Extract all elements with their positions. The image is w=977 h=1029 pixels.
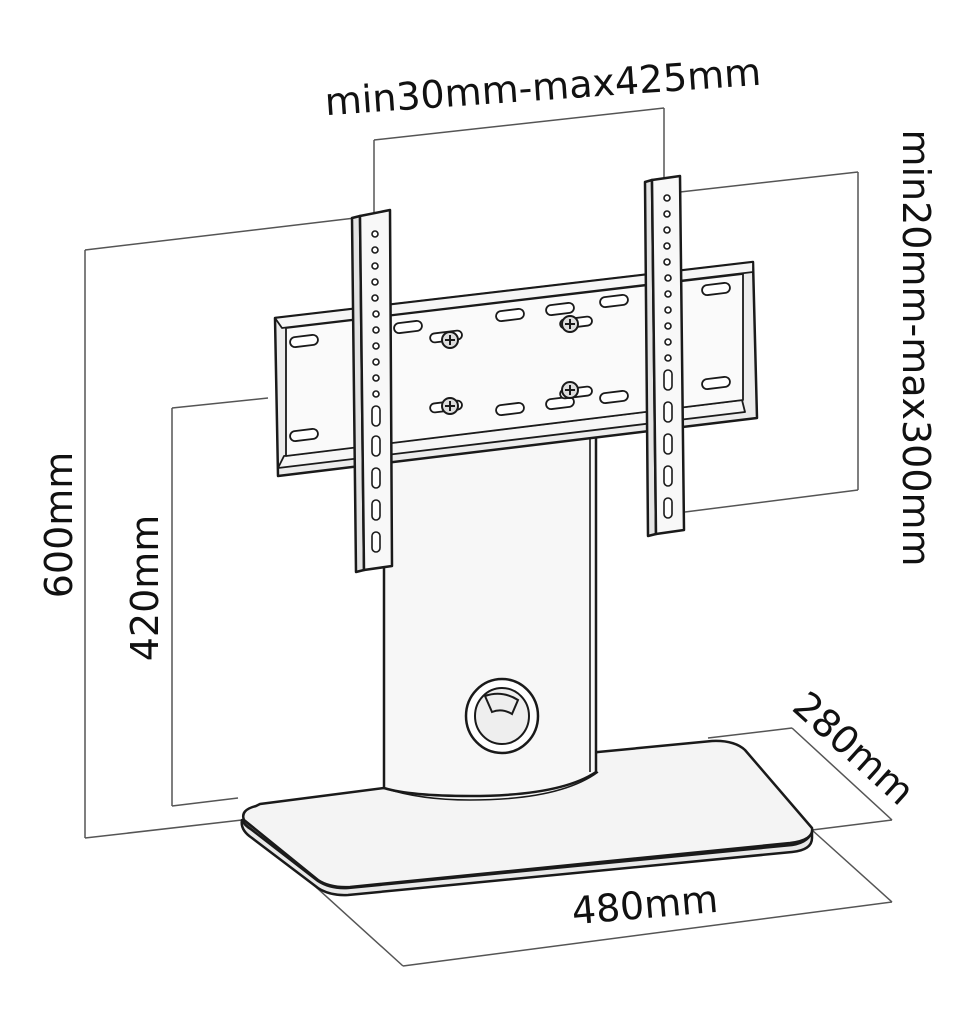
right-arm bbox=[643, 174, 686, 538]
plate-slot bbox=[495, 402, 525, 416]
base-width-label: 480mm bbox=[570, 877, 720, 934]
left-arm-holes bbox=[371, 230, 381, 553]
plate-slot bbox=[701, 282, 731, 296]
height-max-label: 600mm bbox=[37, 452, 81, 599]
vesa-horizontal-dim-line bbox=[373, 107, 665, 141]
cable-hole-clip bbox=[483, 692, 520, 716]
column-foot-shadow bbox=[383, 771, 599, 801]
vesa-horizontal-label: min30mm-max425mm bbox=[323, 50, 762, 124]
base-depth-label: 280mm bbox=[785, 683, 923, 814]
height-max-ext-bottom bbox=[84, 819, 243, 839]
base-plate bbox=[240, 739, 814, 897]
mount-plate bbox=[273, 260, 759, 478]
screw-icon bbox=[441, 331, 459, 349]
base-width-ext-right bbox=[811, 829, 893, 903]
plate-slot bbox=[701, 376, 731, 390]
mount-plate-slots bbox=[289, 282, 731, 442]
plate-slot bbox=[393, 320, 423, 334]
stand-column bbox=[382, 416, 599, 801]
base-depth-ext-back bbox=[707, 727, 793, 739]
base-plate-top bbox=[242, 739, 814, 889]
vertical-arms bbox=[350, 174, 686, 574]
height-min-ext-bottom bbox=[171, 797, 239, 807]
height-min-label: 420mm bbox=[123, 515, 167, 662]
plate-slot bbox=[545, 302, 575, 316]
mount-plate-face bbox=[285, 273, 744, 457]
plate-slot bbox=[599, 294, 629, 308]
cable-hole-inner bbox=[474, 687, 530, 745]
dimension-lines bbox=[84, 107, 893, 967]
left-arm-face bbox=[358, 208, 394, 572]
mount-plate-top-lip bbox=[274, 261, 754, 329]
plate-slot bbox=[599, 390, 629, 404]
vesa-vertical-ext-bottom bbox=[684, 489, 859, 513]
height-max-ext-top bbox=[84, 217, 356, 251]
plate-slot bbox=[495, 308, 525, 322]
vesa-vertical-label: min20mm-max300mm bbox=[894, 129, 938, 566]
mount-screws bbox=[441, 315, 579, 415]
base-depth-ext-front bbox=[811, 819, 893, 831]
plate-slot bbox=[545, 396, 575, 410]
screw-icon bbox=[561, 381, 579, 399]
vesa-vertical-ext-top bbox=[679, 171, 859, 193]
height-min-ext-top bbox=[171, 397, 269, 409]
right-arm-holes bbox=[663, 194, 673, 519]
left-arm bbox=[350, 208, 394, 574]
base-width-dim-line bbox=[402, 901, 893, 967]
screw-icon bbox=[561, 315, 579, 333]
plate-slot bbox=[289, 428, 319, 442]
base-depth-dim-line bbox=[791, 727, 893, 821]
screw-icon bbox=[441, 397, 459, 415]
column-body bbox=[382, 416, 598, 798]
plate-slot bbox=[289, 334, 319, 348]
